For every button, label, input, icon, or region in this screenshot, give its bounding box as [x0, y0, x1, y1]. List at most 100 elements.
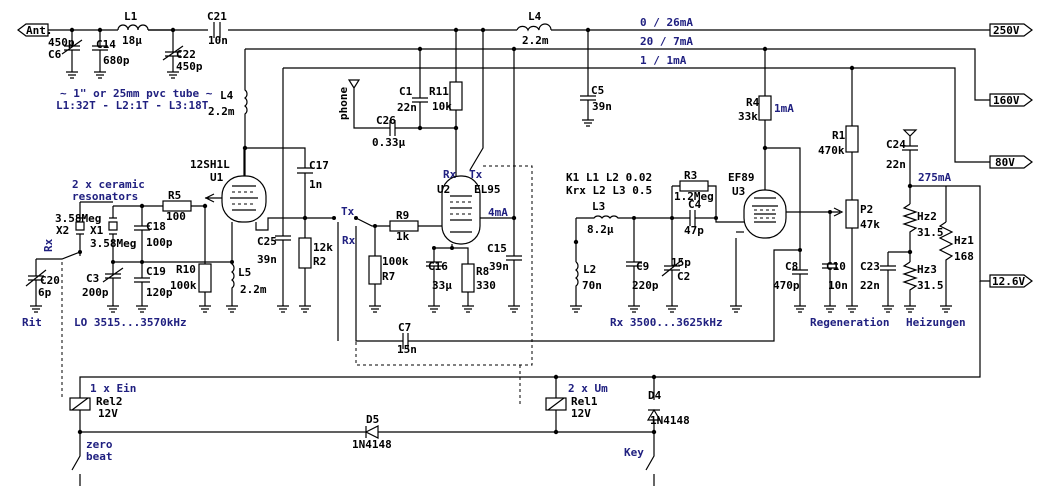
rail-current-2: 20 / 7mA — [640, 35, 693, 48]
coupling-1: K1 L1 L2 0.02 — [566, 171, 652, 184]
detector-stage: R4 33k 1mA R1 470k P2 47k Regeneration E… — [566, 46, 889, 329]
c22-label: C22 — [176, 48, 196, 61]
heater-label: Heizungen — [906, 316, 966, 329]
c5-value: 39n — [592, 100, 612, 113]
coupling-2: Krx L2 L3 0.5 — [566, 184, 652, 197]
crystals-label-2: resonators — [72, 190, 138, 203]
hz1-value: 168 — [954, 250, 974, 263]
d4-value: 1N4148 — [650, 414, 690, 427]
hz3-label: Hz3 — [917, 263, 937, 276]
heater-current: 275mA — [918, 171, 951, 184]
r4-value: 33k — [738, 110, 758, 123]
zero-beat-label-1: zero — [86, 438, 113, 451]
c16-value: 33µ — [432, 279, 452, 292]
r11-label: R11 — [429, 85, 449, 98]
coil-note-2: L1:32T - L2:1T - L3:18T — [56, 99, 209, 112]
c9-label: C9 — [636, 260, 649, 273]
rx-range-label: Rx 3500...3625kHz — [610, 316, 723, 329]
c18-label: C18 — [146, 220, 166, 233]
c14-value: 680p — [103, 54, 130, 67]
c21-value: 10n — [208, 34, 228, 47]
c20-label: C20 — [40, 274, 60, 287]
heater-chain: C24 22n 275mA Hz2 31.5 Hz1 168 C23 22n H… — [860, 129, 990, 329]
x1-value: 3.58Meg — [90, 237, 136, 250]
front-end: L1 18µ C21 10n L4 2.2m 450p C6 C14 680p … — [48, 10, 552, 112]
l2-label: L2 — [583, 263, 596, 276]
c3-label: C3 — [86, 272, 99, 285]
l2-value: 70n — [582, 279, 602, 292]
c9-value: 220p — [632, 279, 659, 292]
c18-value: 100p — [146, 236, 173, 249]
r9-value: 1k — [396, 230, 410, 243]
d5-value: 1N4148 — [352, 438, 392, 451]
c23-label: C23 — [860, 260, 880, 273]
c6-label: C6 — [48, 48, 62, 61]
hz1-label: Hz1 — [954, 234, 974, 247]
c8-label: C8 — [785, 260, 798, 273]
x2-value: 3.58Meg — [55, 212, 101, 225]
u3-label: U3 — [732, 185, 745, 198]
output-stage: phone C26 0.33µ C1 22n R11 10k C5 39n Rx… — [305, 27, 800, 404]
tx-label-2: Tx — [341, 205, 355, 218]
c21-label: C21 — [207, 10, 227, 23]
c5-label: C5 — [591, 84, 604, 97]
c24-value: 22n — [886, 158, 906, 171]
c25-value: 39n — [257, 253, 277, 266]
x2-label: X2 — [56, 224, 69, 237]
terminal-250v: 250V — [989, 23, 1033, 37]
r10-label: R10 — [176, 263, 196, 276]
c17-label: C17 — [309, 159, 329, 172]
l3-label: L3 — [592, 200, 605, 213]
rel2-contacts: 1 x Ein — [90, 382, 136, 395]
u2-type: EL95 — [474, 183, 501, 196]
c2-value: 15p — [671, 256, 691, 269]
rx-label-1: Rx — [42, 238, 55, 252]
antenna-label: Ant. — [26, 24, 53, 37]
rel1-value: 12V — [571, 407, 591, 420]
p2-value: 47k — [860, 218, 880, 231]
rit-label: Rit — [22, 316, 42, 329]
d5-label: D5 — [366, 413, 379, 426]
r5-value: 100 — [166, 210, 186, 223]
terminal-160v: 160V — [989, 93, 1033, 107]
phone-label: phone — [337, 87, 350, 120]
rail-current-3: 1 / 1mA — [640, 54, 687, 67]
key-label: Key — [624, 446, 644, 459]
l4-top-value: 2.2m — [522, 34, 549, 47]
rail-current-1: 0 / 26mA — [640, 16, 693, 29]
rel1-contacts: 2 x Um — [568, 382, 608, 395]
hz2-label: Hz2 — [917, 210, 937, 223]
label-80v: 80V — [995, 156, 1015, 169]
r3-label: R3 — [684, 169, 697, 182]
r9-label: R9 — [396, 209, 409, 222]
d4-label: D4 — [648, 389, 662, 402]
c10-value: 10n — [828, 279, 848, 292]
rel2-value: 12V — [98, 407, 118, 420]
c7-label: C7 — [398, 321, 411, 334]
c19-label: C19 — [146, 265, 166, 278]
c1-value: 22n — [397, 101, 417, 114]
r2-value: 12k — [313, 241, 333, 254]
l1-label: L1 — [124, 10, 138, 23]
terminal-80v: 80V — [989, 155, 1033, 169]
c2-label: C2 — [677, 270, 690, 283]
c3-value: 200p — [82, 286, 109, 299]
u1-label: U1 — [210, 171, 224, 184]
u3-current: 1mA — [774, 102, 794, 115]
coil-note-1: ~ 1" or 25mm pvc tube ~ — [60, 87, 213, 100]
hz3-value: 31.5 — [917, 279, 944, 292]
c16-label: C16 — [428, 260, 448, 273]
c4-value: 47p — [684, 224, 704, 237]
c15-value: 39n — [489, 260, 509, 273]
r2-label: R2 — [313, 255, 326, 268]
crystals-label-1: 2 x ceramic — [72, 178, 145, 191]
rel1-label: Rel1 — [571, 395, 598, 408]
c22-value: 450p — [176, 60, 203, 73]
lo-range-label: LO 3515...3570kHz — [74, 316, 187, 329]
u2-current: 4mA — [488, 206, 508, 219]
label-160v: 160V — [993, 94, 1020, 107]
l4-top-label: L4 — [528, 10, 542, 23]
hz2-value: 31.5 — [917, 226, 944, 239]
c26-value: 0.33µ — [372, 136, 405, 149]
r8-label: R8 — [476, 265, 489, 278]
